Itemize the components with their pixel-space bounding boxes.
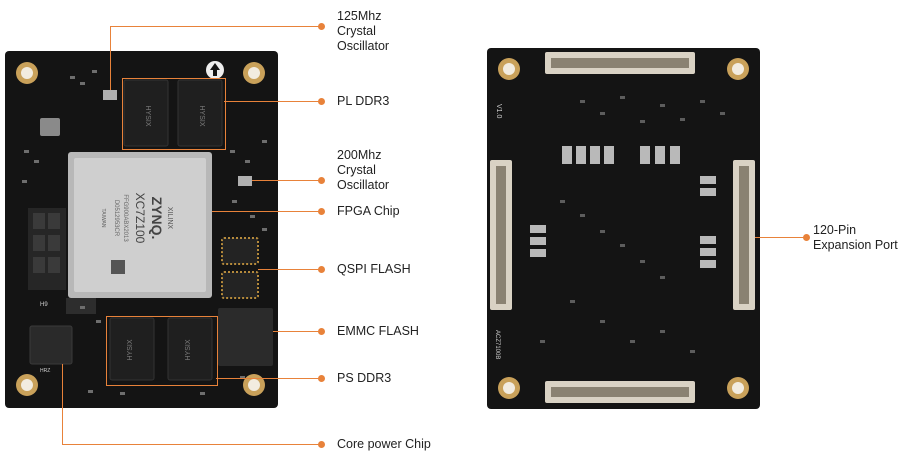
fpga-brand: ZYNQ. [149,197,165,240]
arrow-up-icon [206,61,224,79]
silk-model-text: ACZ7100B [494,330,500,359]
callout-dot [318,23,325,30]
ps-ddr3-chip: HYSIX HYSIX [109,317,213,381]
callout-line [224,101,320,102]
callout-line [273,331,320,332]
front-board: HYSIX HYSIX XILINX ZYNQ. XC7Z100 FFG900A… [5,51,278,408]
label-core-power: Core power Chip [337,437,431,451]
label-ps-ddr3: PS DDR3 [337,371,392,385]
callout-line [258,269,320,270]
qspi-flash-chip [221,237,259,299]
ddr-marking-text: HYSIX [127,339,134,360]
emmc-chip [218,308,273,366]
back-board: V1.0 ACZ7100B [487,48,760,409]
fpga-part-number: XC7Z100 [133,193,147,244]
callout-line [110,26,111,90]
silk-text: HRZ [40,368,50,374]
callout-dot [318,441,325,448]
label-oscillator-200: 200Mhz Crystal Oscillator [337,148,390,192]
ddr-marking-text: HYSIX [144,105,151,126]
label-pl-ddr3: PL DDR3 [337,94,390,108]
callout-line [755,237,805,238]
fpga-marking-line: D0512953CR [113,200,119,237]
silk-text: H9 [40,302,48,308]
callout-dot [318,98,325,105]
callout-dot [318,208,325,215]
callout-box [106,316,218,386]
ddr-marking-text: HYSIX [185,339,192,360]
label-oscillator-125: 125Mhz Crystal Oscillator [337,9,390,53]
callout-dot [803,234,810,241]
fpga-brand-small: XILINX [166,207,173,230]
label-expansion-port: 120-Pin Expansion Port [813,223,898,252]
label-qspi-flash: QSPI FLASH [337,262,411,276]
callout-dot [318,177,325,184]
fpga-marking-line: FFG900ABX2013 [122,194,128,242]
callout-line [252,180,320,181]
callout-dot [318,266,325,273]
expansion-connector [490,52,755,403]
callout-box [122,78,226,150]
callout-dot [318,328,325,335]
mounting-hole [498,58,749,399]
oscillator-200 [238,176,252,186]
callout-line [110,26,320,27]
fpga-chip: XILINX ZYNQ. XC7Z100 FFG900ABX2013 D0512… [68,152,212,298]
label-fpga-chip: FPGA Chip [337,204,400,218]
oscillator-125 [103,90,117,100]
ddr-marking-text: HYSIX [198,105,205,126]
callout-line [62,364,63,444]
fpga-marking-line: TAIWAN [100,209,106,228]
core-power-chip [29,325,73,365]
label-emmc-flash: EMMC FLASH [337,324,419,338]
silk-version-text: V1.0 [495,104,502,119]
pl-ddr3-chip: HYSIX HYSIX [123,79,223,147]
callout-dot [318,375,325,382]
mounting-hole [16,62,265,396]
callout-line [62,444,320,445]
callout-line [212,211,320,212]
callout-line [216,378,320,379]
